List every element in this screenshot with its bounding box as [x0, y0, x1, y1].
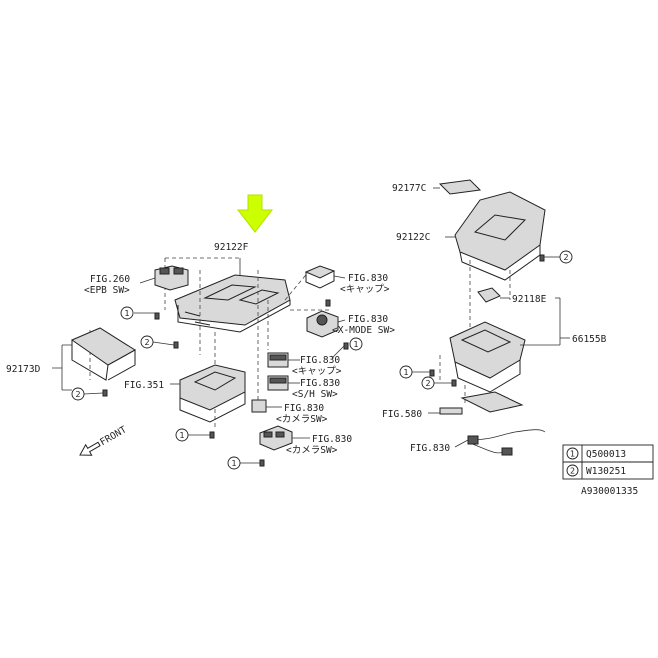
label-fig351: FIG.351: [124, 380, 164, 391]
highlight-arrow: [236, 194, 274, 233]
cap-lower: [267, 352, 289, 368]
wire-harness: [454, 429, 546, 456]
svg-text:1: 1: [232, 459, 237, 468]
label-92118e: 92118E: [512, 294, 547, 305]
x-mode-switch: [306, 310, 339, 338]
sh-switch: [267, 375, 289, 391]
lower-bracket: [179, 364, 246, 423]
cap-upper: [304, 265, 336, 289]
cup-holder-66155b: [449, 297, 570, 393]
label-cap-lower: <キャップ>: [292, 366, 342, 377]
callout-1-c: 1: [227, 456, 241, 470]
label-92173d: 92173D: [6, 364, 41, 375]
callout-2-a: 2: [140, 335, 154, 349]
svg-text:1: 1: [570, 450, 575, 459]
svg-text:2: 2: [145, 338, 150, 347]
callout-1-d: 1: [349, 337, 363, 351]
label-xmode-sw: <X-MODE SW>: [332, 325, 395, 336]
label-fig830-xmode: FIG.830: [348, 314, 388, 325]
label-sh-sw: <S/H SW>: [292, 389, 338, 400]
front-direction-indicator: FRONT: [79, 424, 129, 456]
label-92122c: 92122C: [396, 232, 430, 243]
camera-switch-harness: [259, 425, 293, 451]
label-fig830-cap-upper: FIG.830: [348, 273, 388, 284]
bracket-fig580: [428, 407, 463, 415]
legend-row-1: 1 Q500013: [566, 447, 626, 460]
label-cam-small: <カメラSW>: [276, 414, 328, 425]
label-cap-upper: <キャップ>: [340, 284, 390, 295]
rear-console-92122c: [445, 191, 560, 281]
legend-table: 1 Q500013 2 W130251: [562, 444, 654, 480]
console-tray-92122f: [174, 258, 291, 333]
label-92122f: 92122F: [214, 242, 249, 253]
callout-2-c: 2: [559, 250, 573, 264]
label-cam-harness: <カメラSW>: [286, 445, 338, 456]
callout-2-d: 2: [421, 376, 435, 390]
svg-text:1: 1: [125, 309, 130, 318]
legend-row-2: 2 W130251: [566, 464, 626, 477]
mat-pad: [460, 391, 524, 413]
screws-left: [102, 299, 349, 467]
svg-text:2: 2: [76, 390, 81, 399]
svg-text:Q500013: Q500013: [586, 449, 626, 460]
label-fig260: FIG.260: [90, 274, 130, 285]
callout-1-b: 1: [175, 428, 189, 442]
label-epb-sw: <EPB SW>: [84, 285, 130, 296]
svg-text:1: 1: [404, 368, 409, 377]
epb-switch: [154, 265, 189, 291]
svg-text:2: 2: [426, 379, 431, 388]
svg-text:2: 2: [564, 253, 569, 262]
label-fig830-sh: FIG.830: [300, 378, 340, 389]
callout-1-e: 1: [399, 365, 413, 379]
label-fig830-cam-harness: FIG.830: [312, 434, 352, 445]
label-fig830-cam-small: FIG.830: [284, 403, 324, 414]
svg-text:1: 1: [180, 431, 185, 440]
label-92177c: 92177C: [392, 183, 426, 194]
camera-switch-small: [251, 399, 267, 413]
lid-92177c: [433, 179, 482, 195]
callout-1-a: 1: [120, 306, 134, 320]
svg-text:1: 1: [354, 340, 359, 349]
svg-text:2: 2: [570, 467, 575, 476]
insert-92118e: [477, 287, 510, 303]
label-fig830-cap-lower: FIG.830: [300, 355, 340, 366]
label-fig830-right: FIG.830: [410, 443, 450, 454]
svg-text:W130251: W130251: [586, 466, 626, 477]
catalog-number: A930001335: [581, 486, 638, 497]
cover-92173d: [52, 327, 136, 391]
svg-text:FRONT: FRONT: [98, 424, 129, 448]
label-66155b: 66155B: [572, 334, 607, 345]
label-fig580: FIG.580: [382, 409, 422, 420]
callout-2-b: 2: [71, 387, 85, 401]
